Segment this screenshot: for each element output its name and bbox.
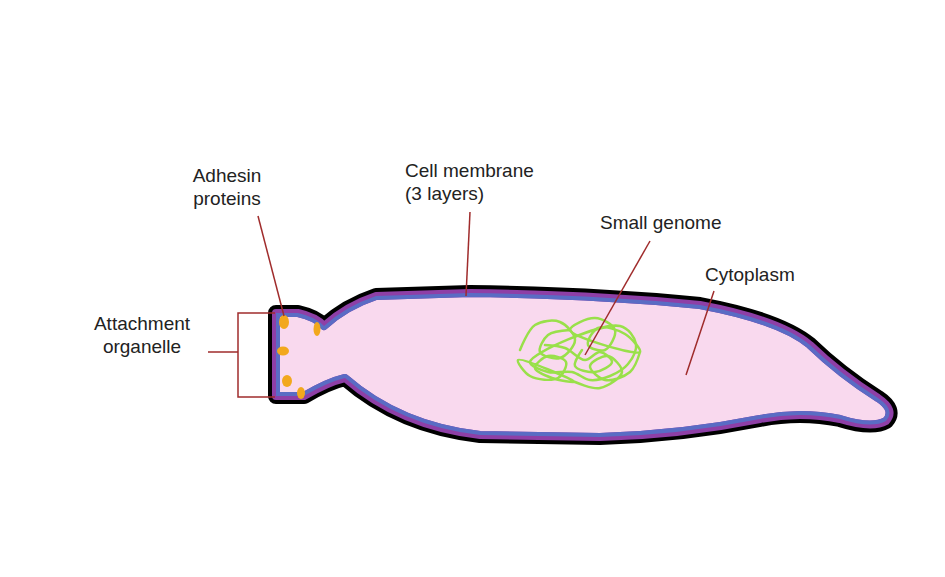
leader-line — [258, 216, 284, 316]
cytoplasm-fill — [276, 293, 890, 437]
adhesin-proteins — [277, 315, 321, 399]
part-label: Small genome — [600, 212, 721, 235]
organelle-bracket — [208, 313, 275, 397]
adhesin-dot — [277, 347, 289, 356]
genome-strand — [518, 356, 575, 382]
part-label: Cell membrane (3 layers) — [405, 160, 550, 206]
part-label: Attachment organelle — [78, 313, 206, 359]
genome-strand — [530, 326, 636, 380]
inner-membrane-layer — [276, 293, 890, 437]
leader-line — [466, 212, 470, 296]
adhesin-dot — [297, 387, 305, 399]
part-label: Cytoplasm — [705, 264, 795, 287]
outer-membrane-layer — [276, 293, 890, 437]
leader-lines — [208, 212, 714, 397]
adhesin-dot — [282, 375, 292, 387]
part-label: Adhesin proteins — [172, 165, 282, 211]
middle-membrane-layer — [276, 293, 890, 437]
leader-line — [585, 241, 650, 355]
adhesin-dot — [314, 322, 321, 336]
leader-line — [686, 291, 714, 375]
genome-strand — [545, 345, 612, 372]
adhesin-dot — [279, 315, 289, 329]
genome-coil — [518, 318, 640, 388]
